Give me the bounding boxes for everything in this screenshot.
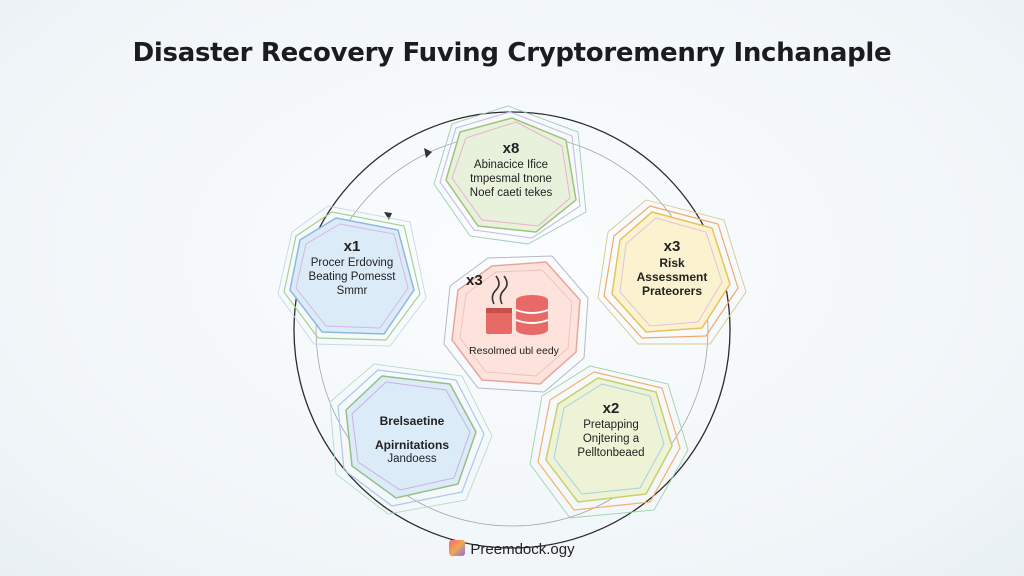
- node-left-line-2: Beating Pomesst: [308, 271, 396, 283]
- node-bottom-right[interactable]: [529, 365, 689, 519]
- footer-brand[interactable]: Preemdock.ogy: [470, 541, 575, 558]
- cycle-ring: [293, 111, 731, 549]
- node-bottom-left-text: Brelsaetine Apirnitations Jandoess: [352, 414, 472, 466]
- node-top-step: x8: [502, 140, 520, 157]
- node-right[interactable]: [597, 199, 747, 345]
- footer: Preemdock.ogy: [0, 540, 1024, 558]
- node-left[interactable]: [277, 205, 427, 347]
- node-left-line-3: Smmr: [336, 285, 368, 297]
- page-title: Disaster Recovery Fuving Cryptoremenry I…: [132, 38, 892, 68]
- node-top-text: x8 Abinacice Ifice tmpesmal tnone Noef c…: [450, 140, 572, 200]
- node-center-step: x3: [466, 272, 483, 289]
- node-left-text: x1 Procer Erdoving Beating Pomesst Smmr: [294, 238, 410, 298]
- node-bottom-right-step: x2: [602, 400, 620, 417]
- node-top-line-1: Abinacice Ifice: [473, 159, 549, 171]
- node-bottom-right-line-1: Pretapping: [583, 419, 639, 431]
- node-right-line-2: Assessment: [636, 270, 708, 284]
- node-top-line-3: Noef caeti tekes: [469, 187, 553, 199]
- database-stack-icon: [486, 295, 549, 335]
- node-center-step-wrap: x3: [466, 272, 496, 290]
- node-right-step: x3: [663, 238, 681, 255]
- node-bottom-left[interactable]: [329, 363, 493, 515]
- node-bottom-right-text: x2 Pretapping Onjtering a Pelltonbeaed: [552, 400, 670, 460]
- node-right-line-3: Prateorers: [641, 284, 703, 298]
- node-left-step: x1: [343, 238, 361, 255]
- node-top-line-2: tmpesmal tnone: [470, 173, 552, 185]
- brand-logo-icon: [449, 540, 466, 556]
- node-right-text: x3 Risk Assessment Prateorers: [618, 238, 726, 298]
- node-bottom-right-line-3: Pelltonbeaed: [577, 447, 645, 459]
- node-bottom-left-line-2: Apirnitations: [375, 438, 449, 452]
- arrow-head-left: [384, 212, 392, 220]
- node-bottom-right-line-2: Onjtering a: [582, 433, 640, 445]
- node-bottom-left-line-1: Brelsaetine: [379, 414, 445, 428]
- node-right-line-1: Risk: [659, 256, 685, 270]
- node-center[interactable]: [443, 255, 589, 393]
- steam-icon: [491, 275, 508, 305]
- node-center-caption: Resolmed ubl eedy: [469, 345, 559, 357]
- arrow-head-top-left: [424, 148, 432, 158]
- node-left-line-1: Procer Erdoving: [310, 257, 394, 269]
- node-top[interactable]: [433, 105, 587, 245]
- node-bottom-left-line-3: Jandoess: [387, 453, 437, 465]
